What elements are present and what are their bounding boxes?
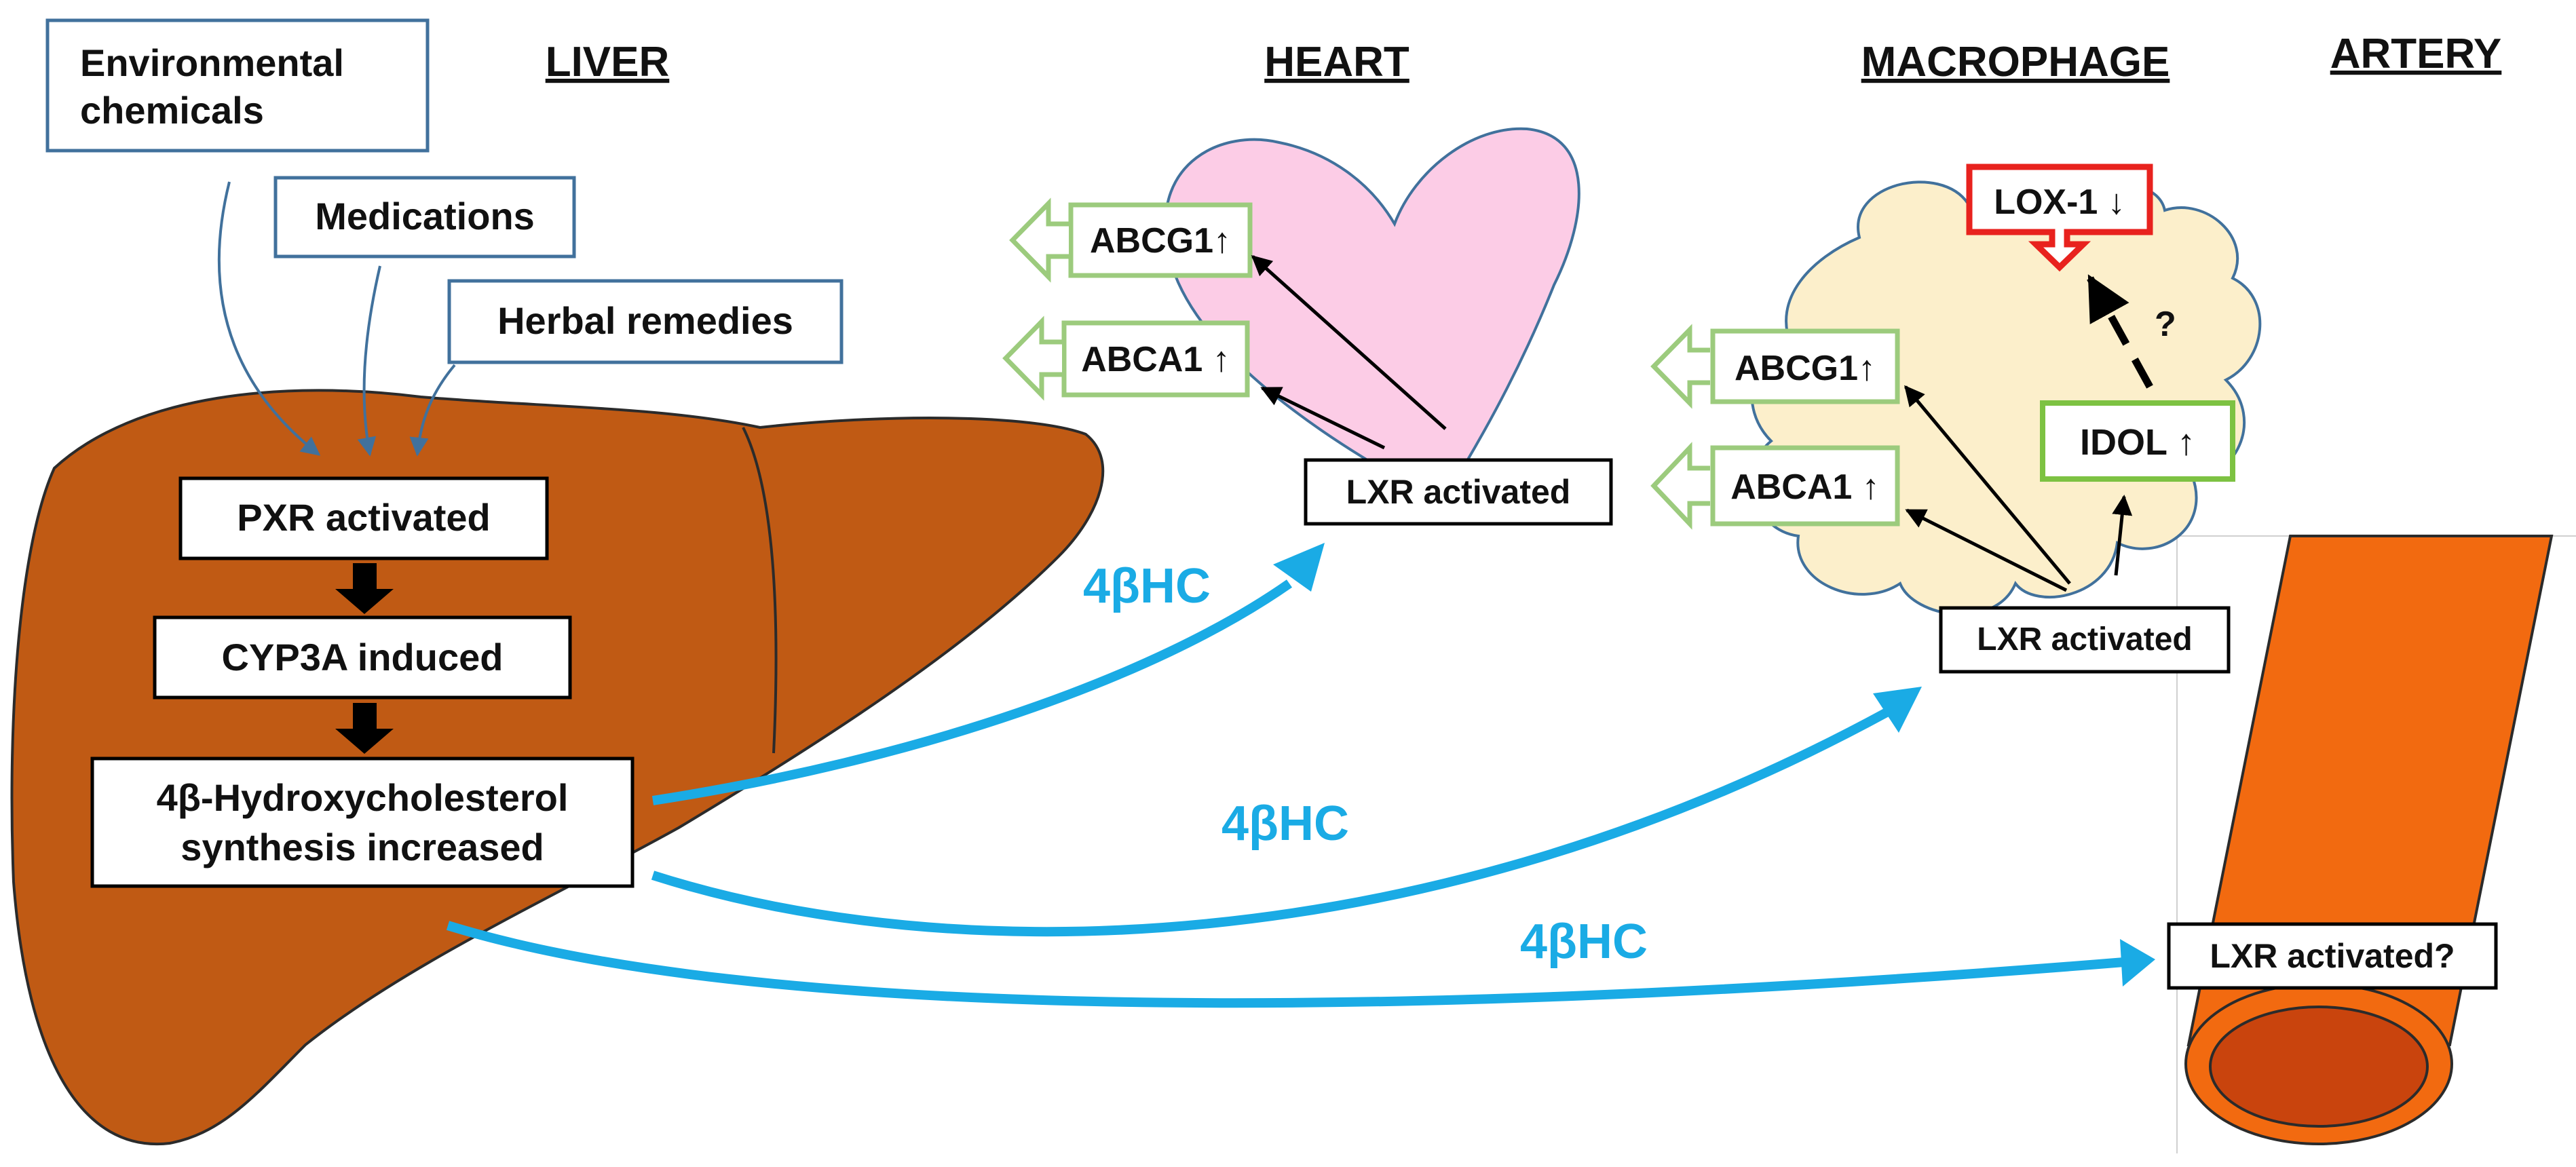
- flow-to-artery-arrow: [446, 921, 2125, 1008]
- macrophage-abcg1-outflow-arrow: [1650, 324, 1710, 409]
- flow-to-macrophage-head: [1873, 687, 1922, 733]
- lox1-label: LOX-1 ↓: [1994, 183, 2125, 222]
- cyp3a-induced-label: CYP3A induced: [222, 636, 504, 678]
- flow-to-heart: 4βHC: [651, 543, 1325, 805]
- heart-lxr-activated-box: LXR activated: [1304, 458, 1613, 526]
- idol-label: IDOL ↑: [2080, 422, 2195, 463]
- liver-lobe-line: [742, 427, 778, 754]
- liver-header: LIVER: [546, 39, 670, 85]
- herbal-arrow: [409, 364, 456, 457]
- macrophage-lxr-to-idol-arrow: [2112, 495, 2133, 576]
- cyp3a-induced-box: CYP3A induced: [153, 615, 572, 700]
- macrophage-header: MACROPHAGE: [1861, 39, 2170, 85]
- idol-box: IDOL ↑: [2040, 400, 2235, 482]
- macrophage-abca1-label: ABCA1 ↑: [1730, 467, 1880, 507]
- flow-to-artery-head: [2120, 939, 2155, 987]
- artery-header: ARTERY: [2330, 31, 2502, 77]
- artery-lumen: [2209, 1006, 2429, 1128]
- heart-shape: [1164, 127, 1580, 504]
- macrophage-abcg1-box: ABCG1↑: [1710, 328, 1900, 404]
- question-mark: ?: [2155, 305, 2176, 344]
- hydroxycholesterol-box: 4β-Hydroxycholesterol synthesis increase…: [90, 757, 634, 888]
- cyp3a-to-hydroxy-arrow: [335, 703, 394, 754]
- medications-arrow: [357, 265, 381, 457]
- macrophage-lxr-to-abca1-arrow: [1905, 508, 2068, 592]
- heart-abca1-label: ABCA1 ↑: [1081, 340, 1230, 379]
- flow-to-heart-arrow: [651, 579, 1293, 805]
- pxr-activated-label: PXR activated: [237, 496, 491, 539]
- heart-lxr-activated-label: LXR activated: [1346, 473, 1571, 511]
- medications-label: Medications: [315, 195, 535, 237]
- environmental-chemicals-label-2: chemicals: [80, 89, 264, 132]
- hydroxycholesterol-label-2: synthesis increased: [181, 826, 544, 868]
- macrophage-lxr-activated-label: LXR activated: [1977, 621, 2192, 657]
- idol-to-lox1-dashed-arrow: [2087, 274, 2153, 389]
- macrophage-abca1-outflow-arrow: [1650, 442, 1710, 530]
- artery-body: [2186, 535, 2554, 1046]
- lox1-box: LOX-1 ↓: [1966, 164, 2153, 272]
- heart-abcg1-label: ABCG1↑: [1090, 221, 1231, 261]
- heart-header: HEART: [1264, 39, 1409, 85]
- pxr-activated-box: PXR activated: [178, 476, 549, 560]
- flow-to-artery-label: 4βHC: [1520, 915, 1648, 969]
- heart-abca1-box: ABCA1 ↑: [1061, 320, 1250, 398]
- heart-abca1-outflow-arrow: [1002, 315, 1062, 401]
- pxr-to-cyp3a-arrow: [335, 563, 394, 614]
- heart-abcg1-outflow-arrow: [1009, 197, 1069, 283]
- heart-lxr-to-abcg1-arrow: [1251, 255, 1447, 430]
- lox1-down-arrow-shape: [1966, 164, 2153, 272]
- flow-to-heart-label: 4βHC: [1083, 559, 1211, 613]
- artery-lxr-label: LXR activated?: [2210, 937, 2455, 975]
- environmental-arrow: [217, 181, 321, 456]
- flow-to-macrophage-label: 4βHC: [1221, 797, 1349, 851]
- flow-to-artery: 4βHC: [446, 915, 2155, 1008]
- macrophage-lxr-activated-box: LXR activated: [1939, 606, 2231, 674]
- macrophage-lxr-to-abcg1-arrow: [1904, 385, 2071, 585]
- medications-box: Medications: [273, 176, 576, 259]
- artery-vessel: [2176, 535, 2576, 1153]
- flow-to-heart-head: [1273, 543, 1325, 592]
- environmental-chemicals-label: Environmental: [80, 41, 344, 84]
- herbal-remedies-label: Herbal remedies: [497, 299, 793, 342]
- artery-lxr-box: LXR activated?: [2167, 922, 2498, 990]
- macrophage-abca1-box: ABCA1 ↑: [1710, 445, 1900, 527]
- flow-to-macrophage: 4βHC: [651, 687, 1922, 937]
- heart-lxr-to-abca1-arrow: [1260, 386, 1386, 450]
- herbal-remedies-box: Herbal remedies: [447, 279, 844, 364]
- hydroxycholesterol-label: 4β-Hydroxycholesterol: [157, 776, 569, 819]
- macrophage-abcg1-label: ABCG1↑: [1735, 349, 1876, 388]
- flow-to-macrophage-arrow: [651, 708, 1889, 937]
- environmental-chemicals-box: Environmental chemicals: [45, 18, 430, 153]
- heart-abcg1-box: ABCG1↑: [1068, 202, 1253, 278]
